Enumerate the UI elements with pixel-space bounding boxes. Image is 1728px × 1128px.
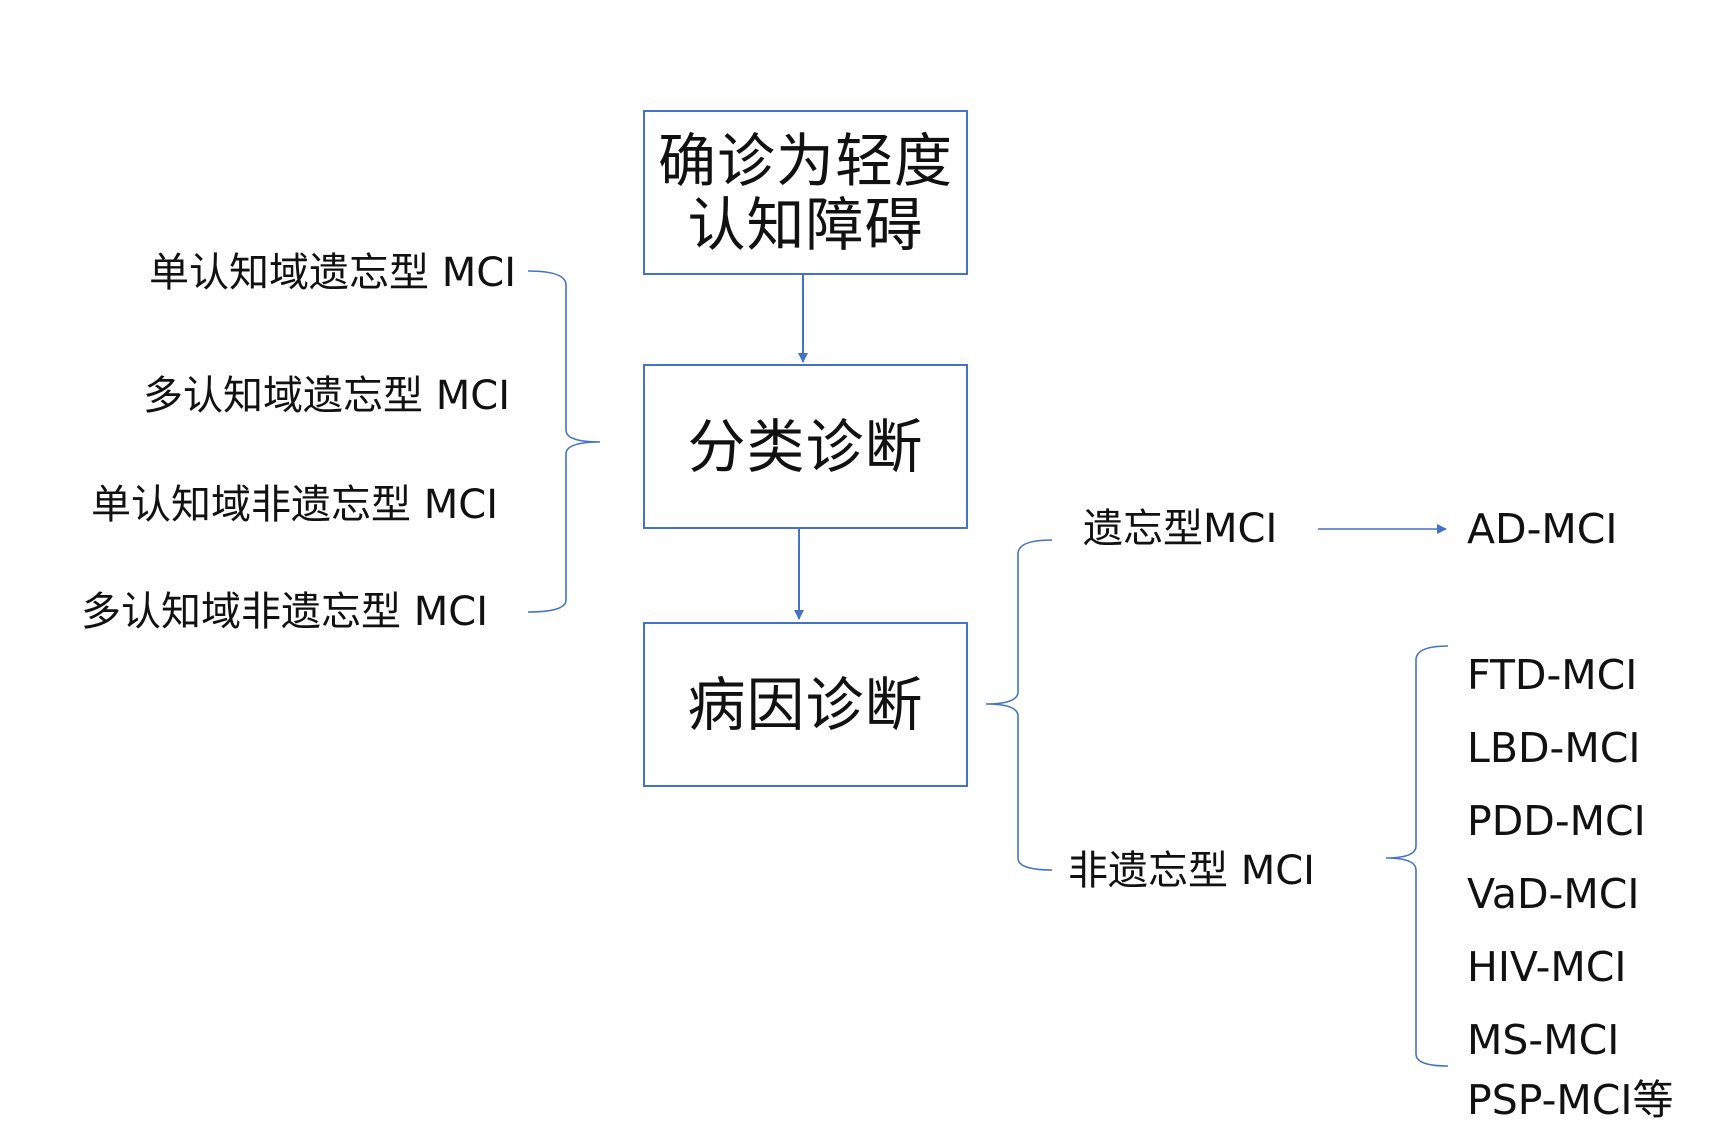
classification-diagnosis-box: 分类诊断 [643,364,968,529]
confirm-mci-box: 确诊为轻度 认知障碍 [643,110,968,275]
etiology-target-label: VaD-MCI [1467,870,1640,918]
etiology-diagnosis-label: 病因诊断 [687,670,924,739]
etiology-target-label: LBD-MCI [1467,724,1641,772]
etiology-diagnosis-box: 病因诊断 [643,622,968,787]
left-subtype-brace [527,270,601,613]
non-amnestic-mci-label: 非遗忘型 MCI [1068,848,1315,894]
subtype-label: 多认知域非遗忘型 MCI [81,589,488,635]
non-amnestic-target-brace [1385,645,1449,1067]
ad-mci-label: AD-MCI [1467,505,1618,553]
subtype-label: 单认知域非遗忘型 MCI [91,482,498,528]
amnestic-mci-label: 遗忘型MCI [1083,506,1278,552]
etiology-target-label: MS-MCI [1467,1016,1620,1064]
subtype-label: 单认知域遗忘型 MCI [149,250,516,296]
etiology-target-label: PSP-MCI等 [1467,1076,1674,1124]
etiology-target-label: HIV-MCI [1467,943,1627,991]
etiology-target-label: FTD-MCI [1467,651,1638,699]
classification-diagnosis-label: 分类诊断 [687,412,924,481]
confirm-mci-label: 确诊为轻度 认知障碍 [657,126,953,259]
subtype-label: 多认知域遗忘型 MCI [143,373,510,419]
etiology-target-label: PDD-MCI [1467,797,1646,845]
etiology-branch-brace [985,539,1053,871]
